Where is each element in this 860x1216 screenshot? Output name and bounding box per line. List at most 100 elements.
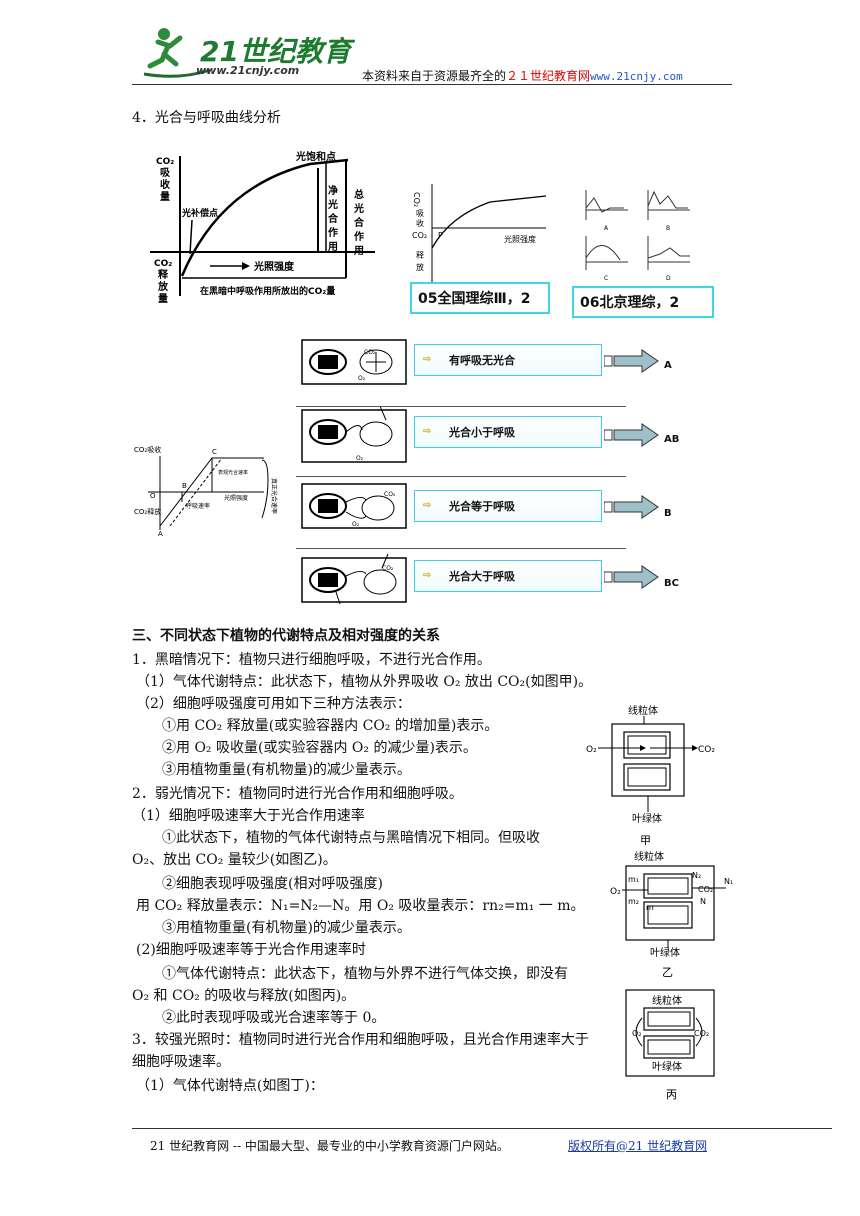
text-line: ①此状态下，植物的气体代谢特点与黑暗情况下相同。但吸收 [162,830,540,846]
panel-d-label: D [666,275,671,282]
block-arrow-icon [604,495,659,519]
text-line: 2．弱光情况下：植物同时进行光合作用和细胞呼吸。 [132,786,463,802]
source-label-06: 06北京理综，2 [572,286,714,318]
fig4-x-axis: 光照强度 [224,494,248,502]
jia-mito-label: 线粒体 [628,704,658,717]
row-divider [296,406,626,407]
fig1-ybot-3: 放 [157,280,169,293]
fig1-total-5: 用 [353,245,364,257]
diagram-jia: 线粒体 O₂ CO₂ 叶绿体 甲 [586,704,715,846]
fig1-total-1: 总 [354,188,364,201]
row-divider [296,548,626,549]
cell-state-2: O₂ [301,405,407,463]
footer-left: 21 世纪教育网 -- 中国最大型、最专业的中小学教育资源门户网站。 [150,1139,509,1153]
text-line: ③用植物重量(有机物量)的减少量表示。 [162,920,411,936]
cell3-co2: CO₂ [384,491,396,498]
fig4-resp: 呼吸速率 [186,502,210,510]
fig1-ybot-4: 量 [158,292,168,305]
result-label-4: BC [664,578,679,589]
jia-caption: 甲 [640,834,651,846]
yi-n1: N₁ [724,877,733,886]
fig4-c: C [212,448,217,456]
state-row-1: ⇨ 有呼吸无光合 [414,344,602,376]
fig4-o: O [150,492,156,500]
logo-url: www.21cnjy.com [196,64,300,77]
text-line: 1．黑暗情况下：植物只进行细胞呼吸，不进行光合作用。 [132,652,491,668]
text-line: ②细胞表现呼吸强度(相对呼吸强度) [162,876,383,892]
tagline-url[interactable]: www.21cnjy.com [590,70,683,83]
result-label-2: AB [664,434,680,445]
text-line: (2)细胞呼吸速率等于光合作用速率时 [136,942,366,958]
bing-chloro-label: 叶绿体 [652,1060,682,1073]
arrow-icon: ⇨ [423,570,432,581]
cell1-co2: CO₂ [364,349,376,356]
text-line: ③用植物重量(有机物量)的减少量表示。 [162,762,411,778]
text-line: （2）细胞呼吸强度可用如下三种方法表示： [136,696,411,712]
jia-o2: O₂ [586,745,597,755]
panel-c-label: C [604,275,608,282]
yi-m1: m₁ [628,875,639,884]
fig1-ybot-1: CO₂ [154,259,172,269]
yi-chloro-label: 叶绿体 [650,946,680,959]
yi-n: N [700,897,706,906]
fig1-ytop-1: CO₂ [156,157,174,167]
state-label-2: 光合小于呼吸 [449,426,515,439]
bing-caption: 丙 [666,1088,677,1101]
text-line: ①气体代谢特点：此状态下，植物与外界不进行气体交换，即没有 [162,966,568,982]
result-label-3: B [664,508,672,519]
panel-a: A [585,190,628,232]
text-line: 细胞呼吸速率。 [132,1054,230,1070]
figure-abc-graph: CO₂吸收 C A B O 光照强度 呼吸速率 表观光合速率 CO₂释放 真正光… [134,445,278,538]
figure-p-curve: CO₂ 吸 收 P 光照强度 CO₂ 释 放 [412,184,547,284]
fig1-ytop-4: 量 [160,190,170,203]
fig1-total-3: 合 [353,216,365,229]
text-line: ②用 O₂ 吸收量(或实验容器内 O₂ 的减少量)表示。 [162,740,477,756]
text-line: （1）气体代谢特点：此状态下，植物从外界吸收 O₂ 放出 CO₂(如图甲)。 [136,674,593,690]
footer-copyright-link[interactable]: 版权所有@21 世纪教育网 [568,1139,708,1153]
state-row-3: ⇨ 光合等于呼吸 [414,490,602,522]
fig1-net-1: 净 [328,184,338,197]
text-line: （1）细胞呼吸速率大于光合作用速率 [132,808,365,824]
cell-state-1: CO₂ O₂ [301,339,407,385]
fig4-y-top: CO₂吸收 [134,445,161,454]
diagram-yi: 线粒体 O₂ m₁ m₂ m N₂ CO₂ N N₁ 叶绿体 乙 [610,850,733,979]
block-arrow-icon [604,349,659,373]
fig2-x-axis: 光照强度 [504,234,536,244]
fig2-p: P [438,231,443,240]
logo [143,28,211,78]
diagram-bing: 线粒体 O₂ CO₂ 叶绿体 丙 [625,989,715,1101]
fig4-true: 真正光合速率 [270,478,278,514]
tagline-prefix: 本资料来自于资源最齐全的 [362,69,507,83]
section4-title: 4．光合与呼吸曲线分析 [132,110,281,126]
yi-n2: N₂ [692,871,701,880]
row-divider [296,476,626,477]
arrow-icon: ⇨ [423,354,432,365]
figure-four-panels: A B C D [585,190,690,282]
fig4-a: A [158,530,163,538]
state-label-4: 光合大于呼吸 [449,570,515,583]
text-line: ①用 CO₂ 释放量(或实验容器内 CO₂ 的增加量)表示。 [162,718,499,734]
text-line: 3．较强光照时：植物同时进行光合作用和细胞呼吸，且光合作用速率大于 [132,1032,589,1048]
text-line: （1）气体代谢特点(如图丁)： [136,1078,324,1094]
block-arrow-icon [604,565,659,589]
panel-c: C [585,236,628,282]
bing-mito-label: 线粒体 [652,994,682,1007]
header-tagline: 本资料来自于资源最齐全的２１世纪教育网www.21cnjy.com [362,66,683,87]
logo-title: 21世纪教育 [200,35,351,68]
state-row-2: ⇨ 光合小于呼吸 [414,416,602,448]
yi-o2: O₂ [610,887,621,897]
fig1-ybot-2: 释 [158,268,169,281]
block-arrow-icon [604,423,659,447]
fig1-light-sat: 光饱和点 [295,150,336,163]
section3-title: 三、不同状态下植物的代谢特点及相对强度的关系 [132,628,440,644]
fig1-net-5: 用 [327,241,338,253]
panel-a-label: A [604,225,609,232]
cell2-o2: O₂ [356,455,364,462]
text-line: ②此时表现呼吸或光合速率等于 0。 [162,1010,386,1026]
fig1-total-2: 光 [353,202,364,215]
yi-m: m [646,903,654,912]
result-arrows [604,349,659,589]
fig4-b: B [182,482,187,490]
panel-d: D [647,236,690,282]
source-label-05: 05全国理综Ⅲ，2 [410,282,550,314]
